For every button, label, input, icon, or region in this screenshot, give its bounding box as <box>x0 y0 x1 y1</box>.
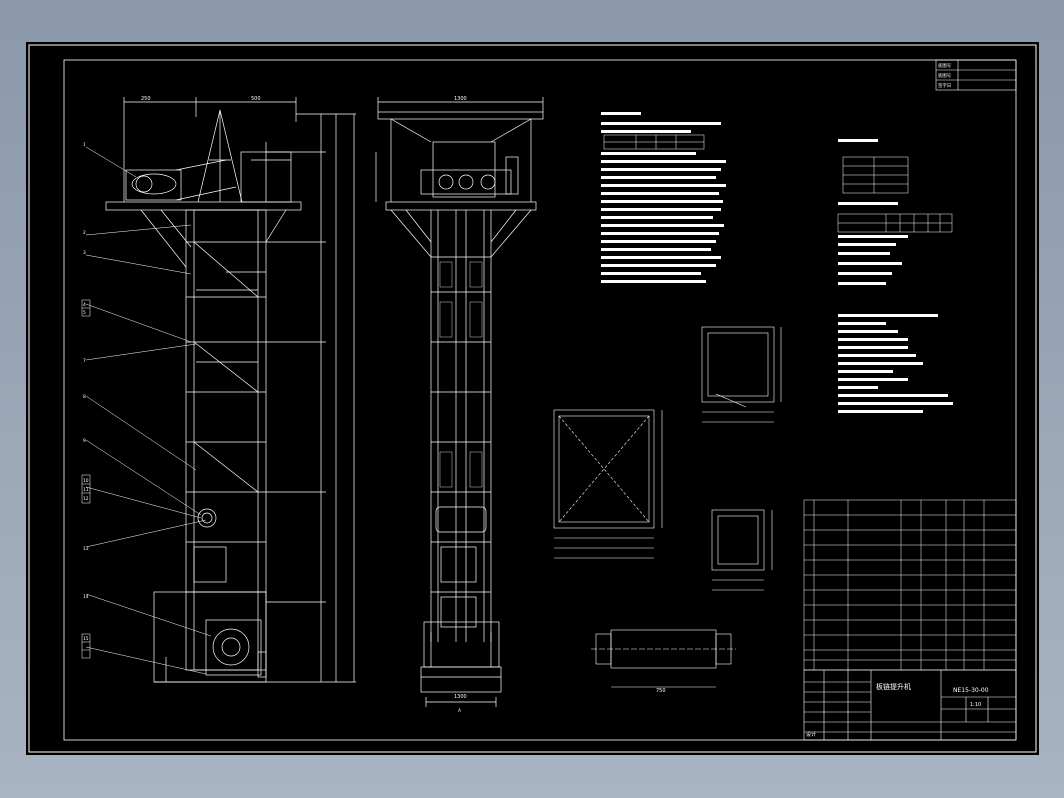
title-block-designer: 设计 <box>806 731 816 738</box>
callout-label-1: 1 <box>83 142 86 148</box>
callout-label-14: 14 <box>83 594 89 600</box>
front-view <box>375 97 544 707</box>
parts-list <box>803 499 1017 671</box>
detail-view-1 <box>701 326 782 423</box>
title-block <box>803 669 1017 741</box>
front-view-label: A <box>458 708 461 714</box>
cad-drawing-canvas[interactable]: 底图号 底图号 签字日 <box>26 42 1039 755</box>
callout-label-5: 5 <box>83 310 86 316</box>
title-block-title: 板链提升机 <box>876 682 911 691</box>
top-right-table <box>935 59 1017 91</box>
dim-front-bottom: 1300 <box>454 694 467 700</box>
callout-label-9: 9 <box>83 438 86 444</box>
notes-table <box>603 134 705 150</box>
shaft-detail <box>591 629 736 688</box>
callout-label-3: 3 <box>83 250 86 256</box>
detail-view-3 <box>711 509 773 591</box>
callout-label-2: 2 <box>83 230 86 236</box>
right-notes <box>838 139 953 413</box>
right-notes-tables <box>837 156 953 233</box>
callout-label-4: 4 <box>83 302 86 308</box>
callout-label-11: 11 <box>83 487 89 493</box>
top-right-label-2: 底图号 <box>938 72 952 79</box>
callout-label-12: 12 <box>83 496 89 502</box>
top-right-label-3: 签字日 <box>938 82 951 89</box>
callout-boxes <box>81 299 91 659</box>
detail-view-2 <box>553 409 663 559</box>
callout-label-8: 8 <box>83 394 86 400</box>
dim-top-mid: 500 <box>251 96 261 102</box>
dim-section: 750 <box>656 688 666 694</box>
inner-frame <box>63 59 1017 741</box>
front-view-details <box>439 261 483 488</box>
side-view-leaders <box>85 146 212 675</box>
technical-notes <box>601 112 726 283</box>
title-block-drawing-no: NE15-30-00 <box>953 687 989 694</box>
callout-label-15: 15 <box>83 636 89 642</box>
callout-label-7: 7 <box>83 358 86 364</box>
elevator-drawing: 底图号 底图号 签字日 <box>28 44 1037 753</box>
callout-label-13: 13 <box>83 546 89 552</box>
callout-label-10: 10 <box>83 478 89 484</box>
title-block-scale: 1:10 <box>970 702 981 708</box>
side-view <box>105 97 356 683</box>
top-right-label-1: 底图号 <box>938 62 952 69</box>
outer-frame <box>28 44 1037 753</box>
dim-front-top: 1300 <box>454 96 467 102</box>
dim-top-left: 250 <box>141 96 151 102</box>
